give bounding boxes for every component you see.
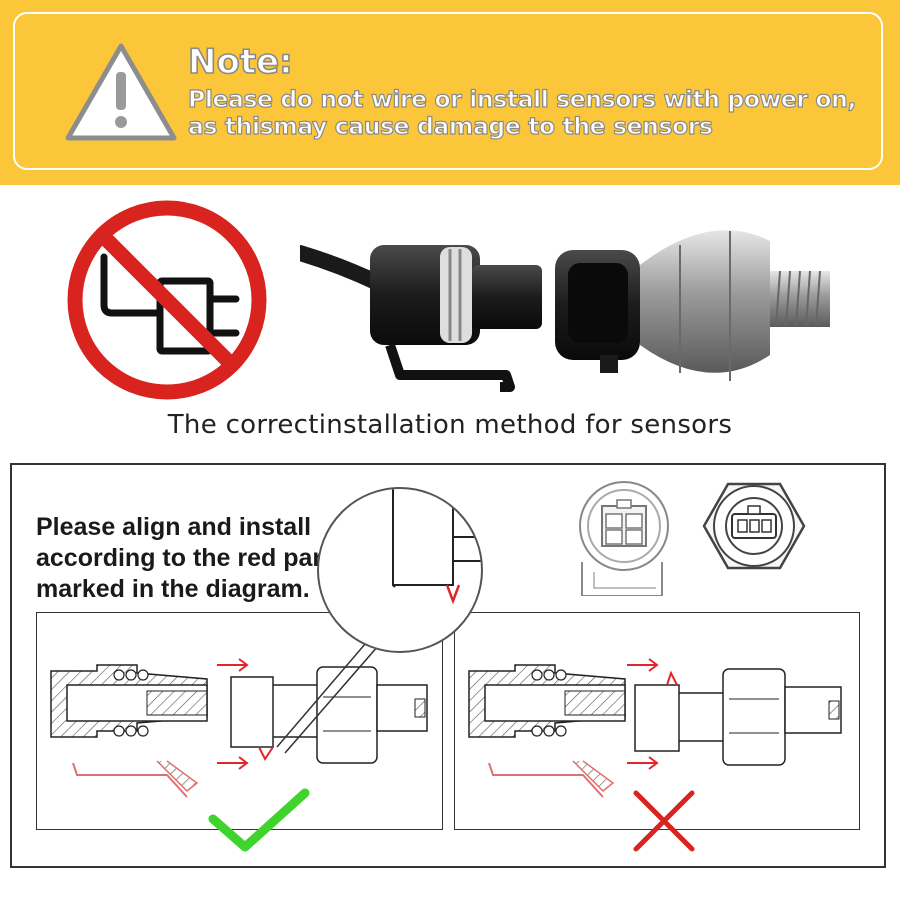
magnified-detail-callout — [276, 487, 483, 754]
sensor-connector-photo — [300, 230, 830, 392]
plug-end-view — [579, 481, 669, 596]
no-power-plug-icon — [67, 200, 267, 400]
note-line: as thismay cause damage to the sensors — [187, 112, 713, 140]
banner-frame — [13, 12, 883, 170]
installation-caption: The correctinstallation method for senso… — [167, 410, 733, 440]
instruction-line: according to the red part — [36, 544, 331, 572]
warning-triangle-icon — [65, 43, 177, 141]
note-line: Please do not wire or install sensors wi… — [187, 85, 857, 113]
sensor-end-view — [702, 482, 806, 570]
correct-assembly-drawing — [50, 658, 428, 798]
instruction-line: Please align and install — [36, 513, 312, 541]
alignment-instruction: Please align and install according to th… — [36, 512, 330, 605]
incorrect-assembly-drawing — [468, 658, 842, 798]
check-mark-icon — [208, 788, 310, 852]
note-title: Note: — [187, 41, 293, 83]
correct-installation-panel — [36, 612, 443, 830]
cross-mark-icon — [633, 790, 695, 852]
instruction-line: marked in the diagram. — [36, 575, 310, 603]
incorrect-installation-panel — [454, 612, 860, 830]
installation-diagram-frame — [10, 463, 886, 868]
note-text: Please do not wire or install sensors wi… — [187, 85, 878, 140]
